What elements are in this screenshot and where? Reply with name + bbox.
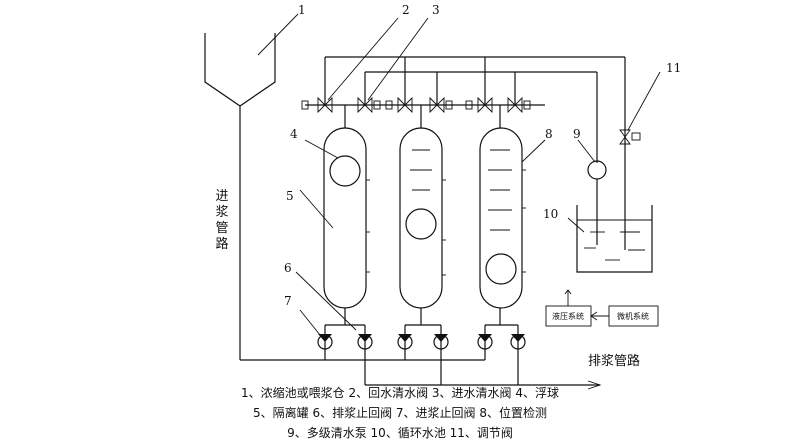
isolation-tank-2 — [399, 127, 446, 309]
label-2: 2 — [402, 3, 410, 17]
thickener-bin — [204, 33, 276, 360]
control-boxes: 液压系统 微机系统 — [545, 289, 659, 327]
circulating-water-tank — [576, 205, 653, 273]
computer-system-box: 微机系统 — [617, 311, 649, 321]
check-valve-manifold — [240, 308, 602, 390]
inlet-pipe-label: 进浆管路 — [215, 189, 228, 252]
valve-row — [301, 96, 531, 114]
legend-line-1: 1、浓缩池或喂浆仓 2、回水清水阀 3、进水清水阀 4、浮球 — [241, 386, 559, 400]
label-6: 6 — [284, 261, 292, 275]
label-11: 11 — [666, 61, 681, 75]
leader-lines — [257, 13, 661, 336]
isolation-tank-1 — [323, 127, 370, 309]
legend-line-3: 9、多级清水泵 10、循环水池 11、调节阀 — [287, 426, 513, 440]
multistage-pump — [587, 160, 607, 245]
label-7: 7 — [284, 294, 292, 308]
label-9: 9 — [573, 127, 581, 141]
label-8: 8 — [545, 127, 553, 141]
hydraulic-system-box: 液压系统 — [552, 311, 584, 321]
regulating-valve — [619, 129, 641, 145]
clean-water-manifold — [305, 56, 626, 250]
label-4: 4 — [290, 127, 298, 141]
legend-line-2: 5、隔离罐 6、排浆止回阀 7、进浆止回阀 8、位置检测 — [253, 406, 547, 420]
isolation-tank-3 — [479, 127, 526, 309]
label-10: 10 — [543, 207, 558, 221]
label-5: 5 — [286, 189, 294, 203]
outlet-pipe-label: 排浆管路 — [588, 353, 640, 369]
label-1: 1 — [298, 3, 306, 17]
label-3: 3 — [432, 3, 440, 17]
